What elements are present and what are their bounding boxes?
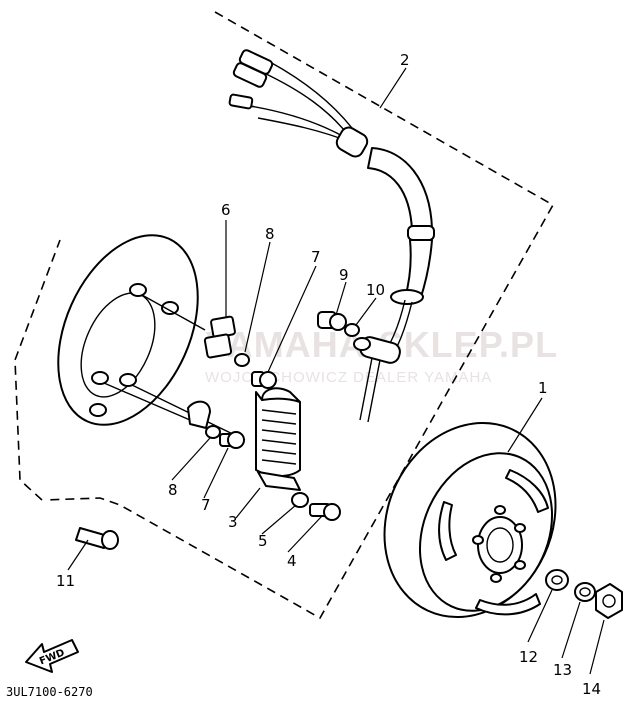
grommet [353,337,371,351]
callout-4: 4 [287,552,297,570]
diagram-code: 3UL7100-6270 [6,685,93,699]
callout-11: 11 [56,572,75,590]
callout-13: 13 [553,661,572,679]
fwd-arrow-icon [25,639,79,673]
lock-washer-13 [574,582,596,602]
callout-7-upper: 7 [311,248,321,266]
source-coil [255,387,301,491]
screw-coil [309,503,341,521]
fwd-arrow: FWD [25,639,79,673]
bolt-9 [317,311,347,331]
washer-10 [344,323,360,337]
callout-12: 12 [519,648,538,666]
watermark-dealer: WOJCIECHOWICZ DEALER YAMAHA [205,369,492,386]
callouts: 1 2 3 4 5 6 7 7 8 8 9 10 11 12 13 14 [56,51,601,698]
washer-lower [205,425,221,439]
clamp [187,400,211,429]
washer-coil [291,492,309,508]
callout-10: 10 [366,281,385,299]
screw-11 [75,527,119,550]
screw-upper [251,371,277,389]
callout-8-upper: 8 [265,225,275,243]
washer-12 [545,569,569,591]
callout-3: 3 [228,513,238,531]
callout-14: 14 [582,680,601,698]
stator-plate [57,234,246,441]
callout-7-lower: 7 [201,496,211,514]
nut-14 [595,583,623,619]
washer-upper [234,353,250,367]
flywheel-rotor [383,421,557,619]
callout-1: 1 [538,379,548,397]
sensor-bracket [203,315,236,359]
assembly-boundary [14,11,555,620]
screw-lower [219,431,245,449]
callout-6: 6 [221,201,231,219]
callout-2: 2 [400,51,410,69]
callout-9: 9 [339,266,349,284]
wire-harness [228,49,435,423]
callout-8-lower: 8 [168,481,178,499]
leader-lines [67,67,605,675]
callout-5: 5 [258,532,268,550]
